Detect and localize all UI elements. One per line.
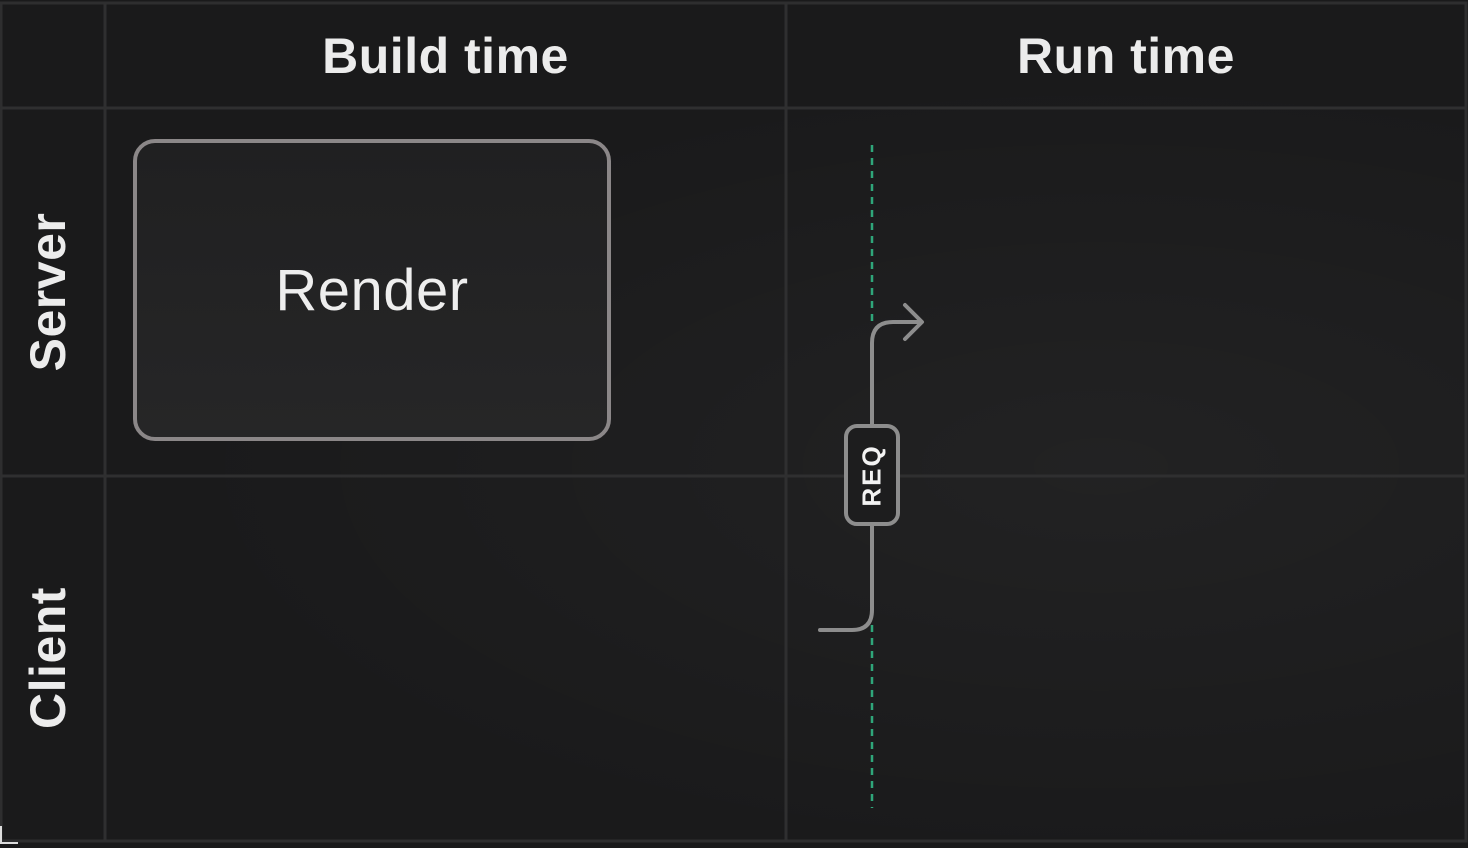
column-header-run-time: Run time	[1017, 28, 1235, 84]
row-header-server: Server	[20, 212, 76, 372]
render-label: Render	[275, 257, 469, 323]
request-label: REQ	[856, 443, 887, 507]
row-header-client: Client	[20, 587, 76, 729]
request-pill: REQ	[844, 424, 900, 526]
corner-mark	[0, 826, 18, 844]
column-header-build-time: Build time	[322, 28, 569, 84]
arrow-head-icon	[903, 303, 924, 341]
render-box: Render	[133, 139, 611, 441]
